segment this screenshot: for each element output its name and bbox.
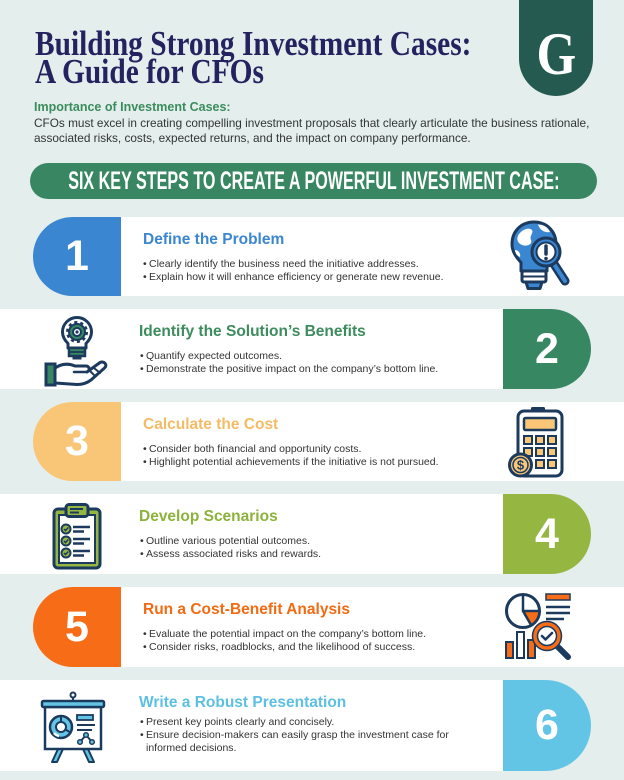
- bullet-item: Consider both financial and opportunity …: [143, 443, 503, 456]
- step-number-badge: 5: [33, 587, 121, 667]
- step-bullets: Present key points clearly and concisely…: [140, 716, 470, 755]
- bullet-item: Demonstrate the positive impact on the c…: [140, 363, 500, 376]
- hand-lightbulb-gear-icon: [44, 315, 110, 387]
- step-bullets: Clearly identify the business need the i…: [143, 258, 503, 284]
- step-row-5: 5 Run a Cost-Benefit Analysis Evaluate t…: [0, 587, 624, 667]
- bullet-item: Evaluate the potential impact on the com…: [143, 628, 503, 641]
- steps-banner: SIX KEY STEPS TO CREATE A POWERFUL INVES…: [30, 163, 597, 199]
- step-bullets: Evaluate the potential impact on the com…: [143, 628, 503, 654]
- lightbulb-magnifier-icon: [509, 219, 571, 292]
- bullet-item: Consider risks, roadblocks, and the like…: [143, 641, 503, 654]
- step-bullets: Outline various potential outcomes. Asse…: [140, 535, 500, 561]
- bullet-item: Quantify expected outcomes.: [140, 350, 500, 363]
- svg-text:$: $: [517, 458, 525, 473]
- presentation-board-icon: [40, 691, 106, 764]
- step-title: Write a Robust Presentation: [139, 694, 347, 711]
- chart-analysis-icon: [504, 592, 574, 661]
- intro-heading: Importance of Investment Cases:: [34, 100, 231, 114]
- step-title: Run a Cost-Benefit Analysis: [143, 601, 350, 618]
- step-bullets: Quantify expected outcomes. Demonstrate …: [140, 350, 500, 376]
- page-title: Building Strong Investment Cases: A Guid…: [35, 24, 472, 91]
- step-number-badge: 6: [503, 680, 591, 771]
- steps-banner-label: SIX KEY STEPS TO CREATE A POWERFUL INVES…: [67, 167, 560, 195]
- page-title-line-2: A Guide for CFOs: [35, 52, 264, 91]
- bullet-item: Explain how it will enhance efficiency o…: [143, 271, 503, 284]
- step-row-4: 4 Develop Scenarios Outline various pote…: [0, 494, 624, 574]
- step-row-6: 6 Write a Robust Presentation Present ke…: [0, 680, 624, 771]
- bullet-item: Present key points clearly and concisely…: [140, 716, 470, 729]
- step-row-1: 1 Define the Problem Clearly identify th…: [0, 217, 624, 296]
- step-number-badge: 2: [503, 309, 591, 389]
- clipboard-checklist-icon: [52, 503, 102, 570]
- step-bullets: Consider both financial and opportunity …: [143, 443, 503, 469]
- step-number-badge: 3: [33, 402, 121, 481]
- bullet-item: Outline various potential outcomes.: [140, 535, 500, 548]
- bullet-item: Ensure decision-makers can easily grasp …: [140, 729, 470, 755]
- step-row-2: 2 Identify the Solution’s Benefits Quant…: [0, 309, 624, 389]
- step-title: Define the Problem: [143, 231, 285, 248]
- step-row-3: 3 Calculate the Cost Consider both finan…: [0, 402, 624, 481]
- logo-letter: G: [536, 21, 576, 87]
- brand-logo: G: [519, 0, 593, 96]
- step-title: Identify the Solution’s Benefits: [139, 323, 366, 340]
- step-title: Calculate the Cost: [143, 416, 279, 433]
- intro-text: CFOs must excel in creating compelling i…: [34, 116, 590, 145]
- bullet-item: Clearly identify the business need the i…: [143, 258, 503, 271]
- bullet-item: Highlight potential achievements if the …: [143, 456, 503, 469]
- step-number-badge: 4: [503, 494, 591, 574]
- calculator-dollar-icon: $: [508, 407, 566, 479]
- step-title: Develop Scenarios: [139, 508, 278, 525]
- step-number-badge: 1: [33, 217, 121, 296]
- bullet-item: Assess associated risks and rewards.: [140, 548, 500, 561]
- page-title-line-1: Building Strong Investment Cases:: [35, 24, 472, 63]
